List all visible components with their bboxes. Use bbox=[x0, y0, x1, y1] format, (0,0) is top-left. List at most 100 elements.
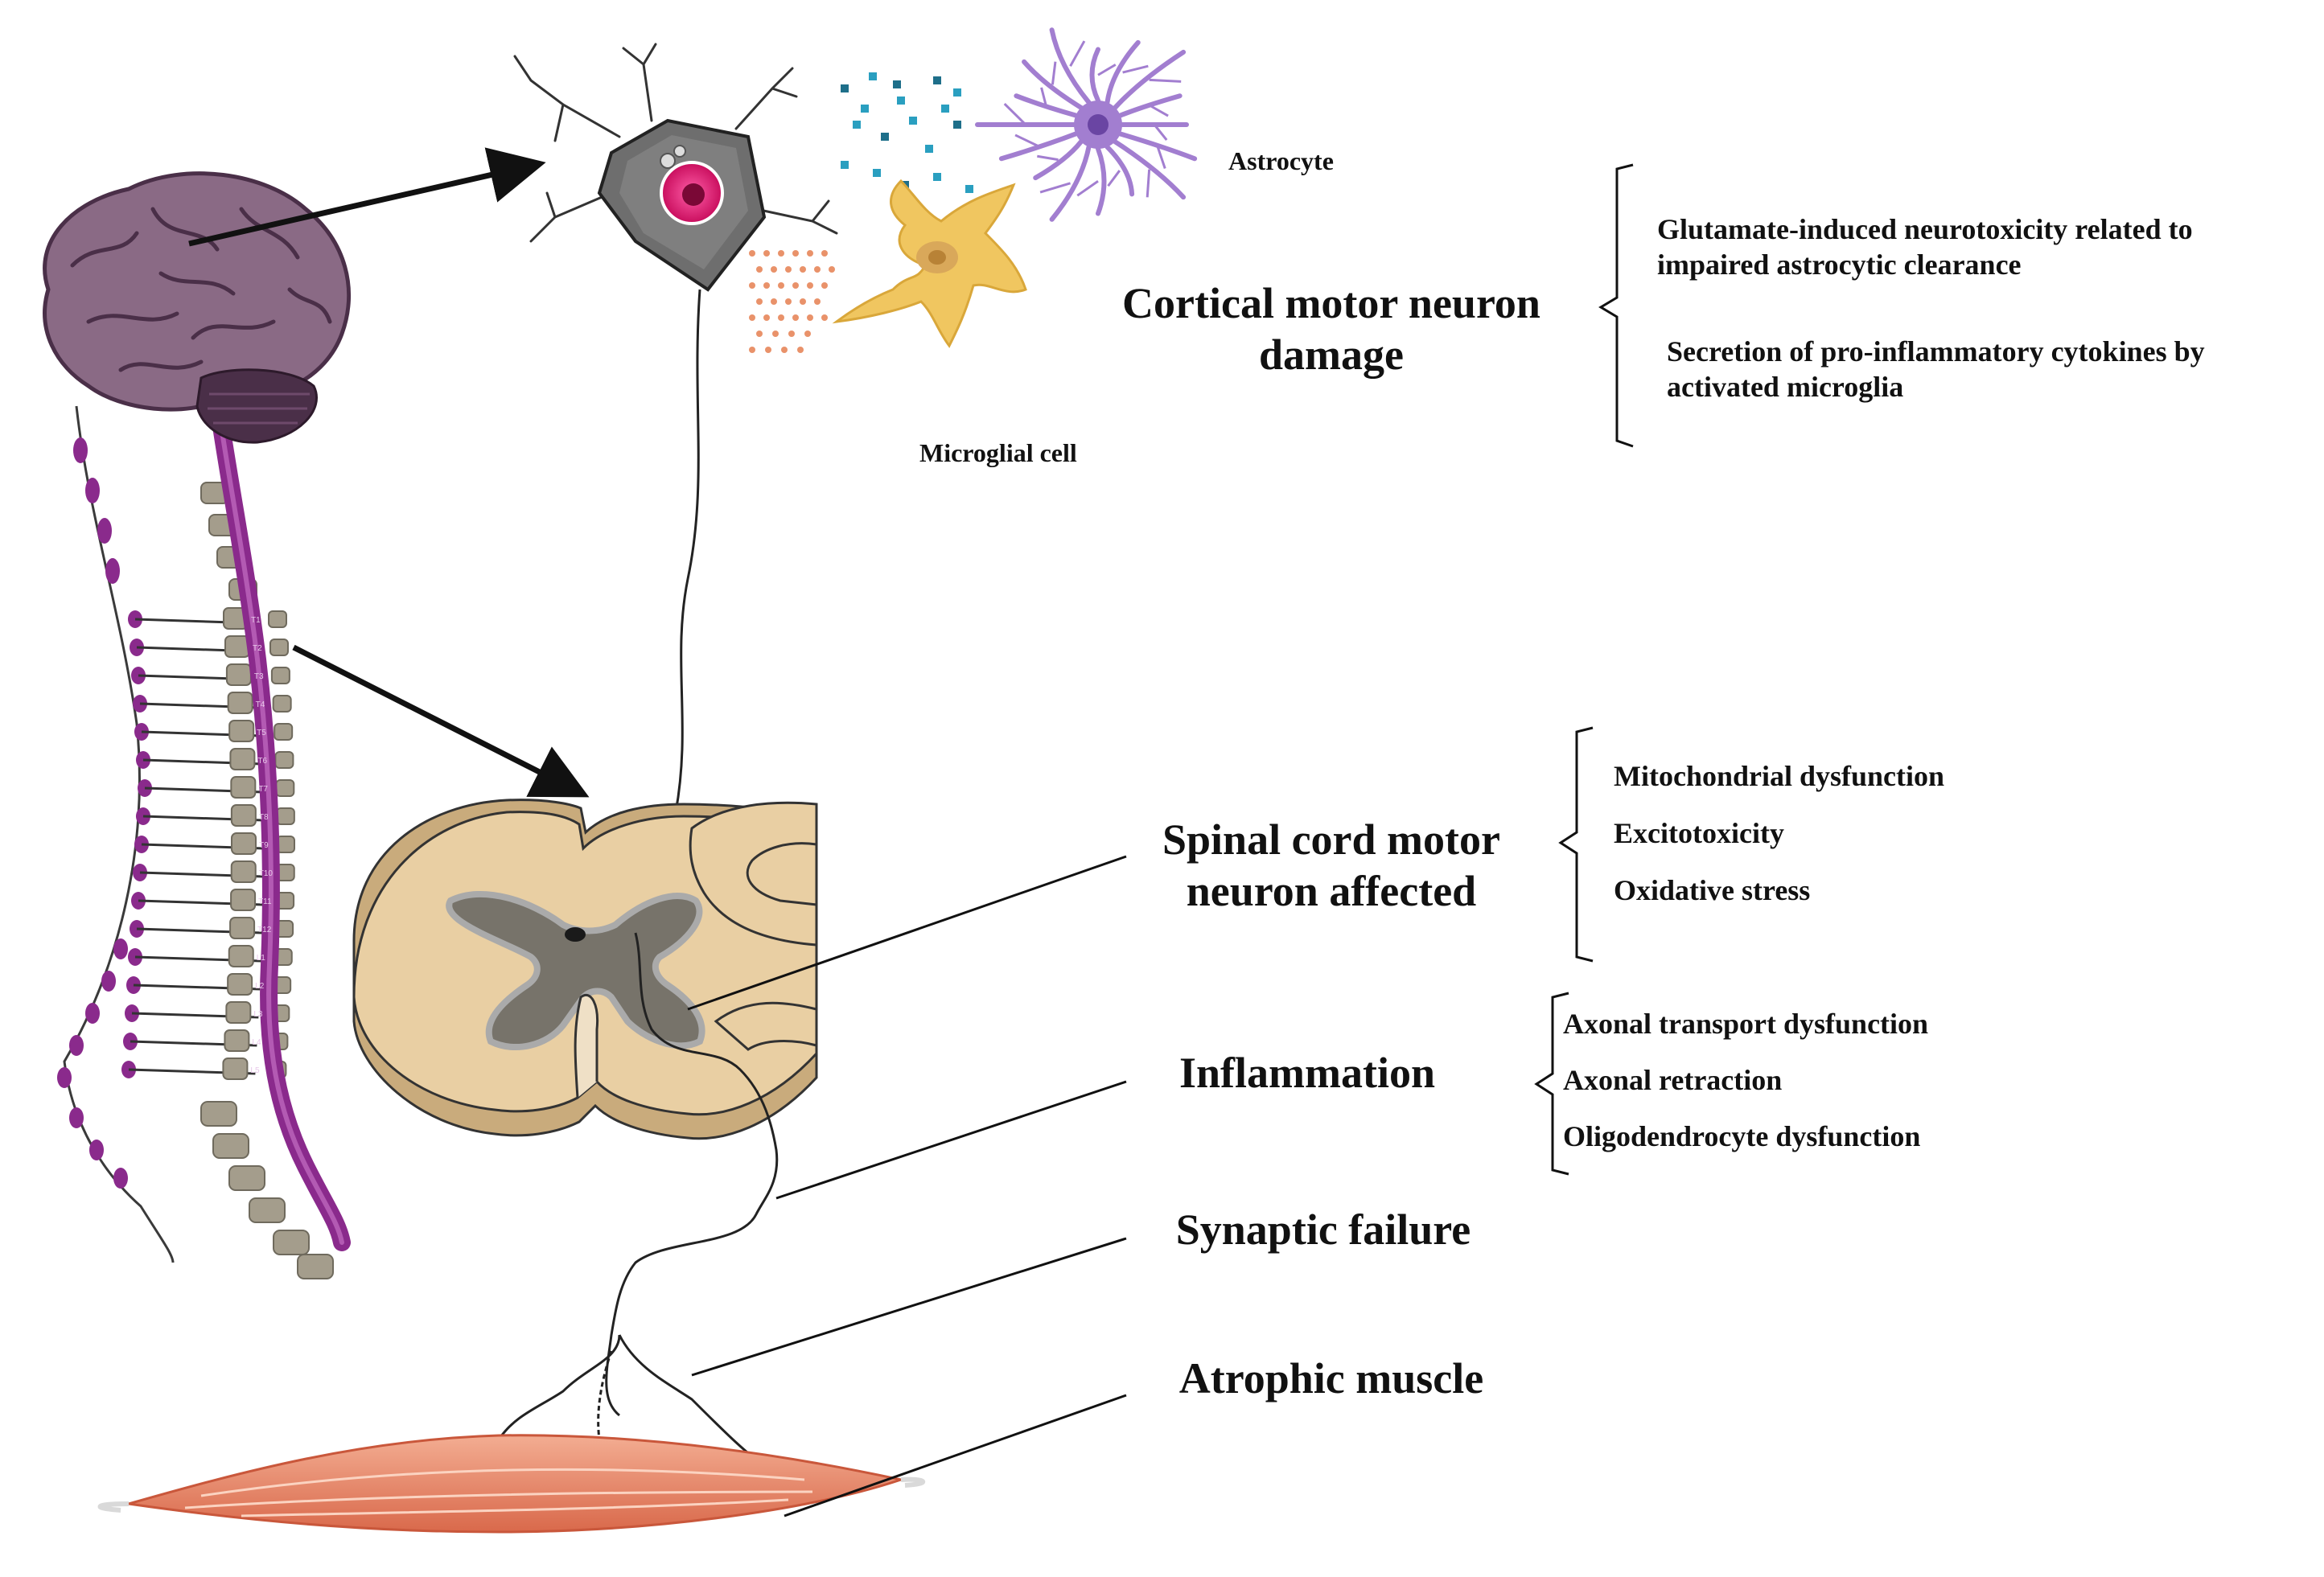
vertebra bbox=[225, 663, 252, 686]
astrocyte-branch bbox=[1014, 133, 1039, 148]
vertebra bbox=[224, 1029, 250, 1052]
spine-segment-label: T10 bbox=[259, 869, 274, 878]
microglial-cell-label: Microglial cell bbox=[919, 438, 1077, 467]
pointer-lines bbox=[687, 855, 1127, 1517]
spine-to-cord-arrow bbox=[292, 644, 590, 798]
vertebra-process bbox=[274, 751, 294, 769]
glutamate-dot bbox=[953, 88, 961, 97]
nerve-ganglion bbox=[85, 1003, 100, 1024]
pointer-inflammation bbox=[775, 1080, 1127, 1200]
spine-segment-label: T5 bbox=[257, 729, 266, 737]
vertebra bbox=[224, 635, 250, 658]
vertebra bbox=[227, 973, 253, 996]
vertebra bbox=[230, 889, 257, 911]
astrocyte bbox=[975, 27, 1198, 222]
cytokine-dot bbox=[749, 250, 755, 257]
cytokine-dot bbox=[821, 314, 828, 321]
glutamate-dot bbox=[841, 161, 849, 169]
nerve-ganglia bbox=[57, 437, 152, 1189]
cortical-item-3: Secretion of pro-inflammatory cytokines … bbox=[1667, 335, 2205, 368]
astrocyte-process bbox=[1104, 39, 1141, 105]
cytokine-dot bbox=[771, 266, 777, 273]
cytokine-dot bbox=[749, 347, 755, 353]
vertebra-process bbox=[272, 695, 292, 713]
spinal-heading-line-1: Spinal cord motor bbox=[1162, 815, 1500, 864]
astrocyte-branch bbox=[1153, 124, 1168, 141]
vertebra-process bbox=[275, 779, 295, 797]
vertebra-process bbox=[268, 610, 287, 628]
astrocyte-process bbox=[1033, 139, 1084, 181]
spine-segment-label: T8 bbox=[259, 813, 269, 822]
pointer-atrophic-muscle bbox=[784, 1394, 1127, 1517]
cortical-heading-line-1: Cortical motor neuron bbox=[1122, 279, 1540, 327]
astrocyte-branch bbox=[1107, 170, 1121, 187]
cytokine-dot bbox=[821, 250, 828, 257]
atrophic-muscle-heading-line-1: Atrophic muscle bbox=[1178, 1354, 1484, 1402]
spine-segment-label: L1 bbox=[257, 954, 266, 963]
astrocyte-process bbox=[1022, 59, 1084, 110]
astrocyte-branch bbox=[1122, 64, 1149, 74]
atrophic-muscle-heading: Atrophic muscle bbox=[1146, 1353, 1516, 1404]
spinal-item-3: Oxidative stress bbox=[1614, 874, 1811, 906]
cytokine-dot bbox=[792, 282, 799, 289]
astrocyte-process bbox=[1049, 144, 1092, 222]
spine-segment-label: L4 bbox=[252, 1038, 261, 1047]
nerve-ganglion bbox=[85, 478, 100, 503]
cortical-item-2: impaired astrocytic clearance bbox=[1657, 248, 2022, 281]
vertebra bbox=[297, 1254, 334, 1279]
astrocyte-branch bbox=[1146, 169, 1151, 198]
cytokine-dot bbox=[763, 314, 770, 321]
nerve-ganglion bbox=[73, 437, 88, 463]
vertebra bbox=[229, 748, 256, 770]
cytokine-dot bbox=[778, 250, 784, 257]
inflammation-item-3: Oligodendrocyte dysfunction bbox=[1563, 1120, 1921, 1152]
cytokine-dot bbox=[792, 314, 799, 321]
peripheral-nerve-chain bbox=[63, 405, 175, 1263]
cytokine-dot bbox=[785, 266, 792, 273]
cytokine-dot bbox=[756, 266, 763, 273]
cytokine-dots bbox=[749, 250, 835, 353]
brace-spinal bbox=[1558, 726, 1594, 963]
vertebra bbox=[273, 1230, 310, 1255]
nerve-ganglion bbox=[113, 938, 128, 959]
brace-cortical bbox=[1598, 163, 1634, 448]
vertebra bbox=[227, 692, 253, 714]
cytokine-dot bbox=[821, 282, 828, 289]
nerve-ganglion bbox=[113, 1168, 128, 1189]
astrocyte-process bbox=[1113, 139, 1187, 200]
spine-segment-label: T3 bbox=[254, 672, 264, 681]
cytokine-dot bbox=[771, 298, 777, 305]
cortical-heading: Cortical motor neuron damage bbox=[1098, 277, 1565, 380]
astrocyte-process bbox=[1014, 93, 1079, 118]
cytokine-dot bbox=[807, 282, 813, 289]
astrocyte-branch bbox=[1076, 180, 1099, 197]
spinal-item-2: Excitotoxicity bbox=[1614, 817, 1784, 849]
cytokine-dot bbox=[807, 314, 813, 321]
spine-segment-label: T9 bbox=[259, 841, 269, 850]
astrocyte-label: Astrocyte bbox=[1228, 146, 1334, 175]
cytokine-dot bbox=[814, 266, 821, 273]
cortical-motor-neuron bbox=[513, 43, 838, 934]
vertebra bbox=[228, 1165, 265, 1191]
vertebra bbox=[228, 945, 254, 967]
vertebra bbox=[229, 917, 256, 939]
astrocyte-process bbox=[1113, 49, 1187, 110]
cytokine-dot bbox=[800, 266, 806, 273]
vertebra bbox=[230, 776, 257, 799]
brain-to-neuron-arrow bbox=[188, 147, 546, 247]
cytokine-dot bbox=[765, 347, 771, 353]
glutamate-dot bbox=[869, 72, 877, 80]
astrocyte-branch bbox=[1003, 102, 1027, 126]
cytokine-dot bbox=[797, 347, 804, 353]
cortical-item-1: Glutamate-induced neurotoxicity related … bbox=[1657, 213, 2193, 245]
nerve-ganglion bbox=[97, 518, 112, 544]
astrocyte-branch bbox=[1040, 87, 1047, 106]
astrocyte-branch bbox=[1156, 146, 1166, 170]
spine-segment-label: T1 bbox=[251, 616, 261, 625]
glutamate-dot bbox=[925, 145, 933, 153]
astrocyte-process bbox=[998, 131, 1079, 162]
glutamate-dot bbox=[893, 80, 901, 88]
